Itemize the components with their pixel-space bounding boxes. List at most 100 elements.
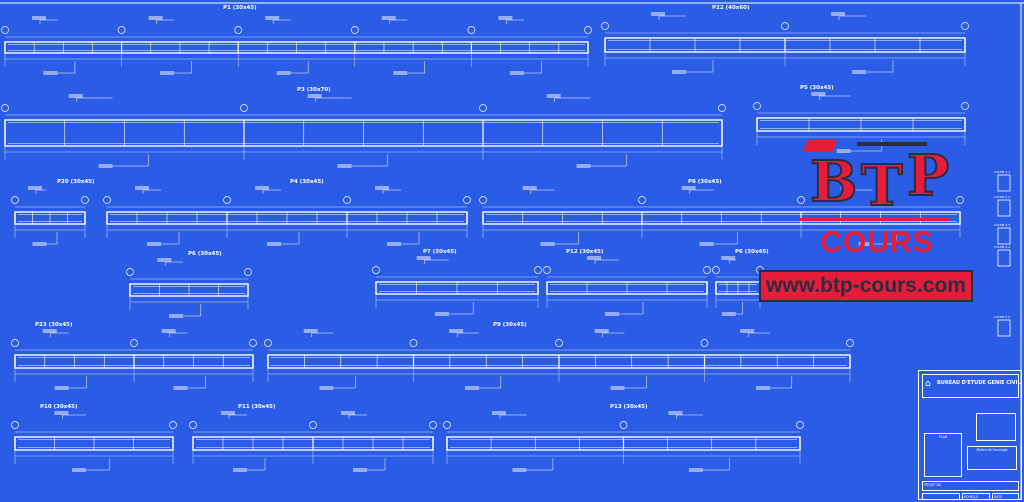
section-label: COUPE 3-3 [994, 223, 1010, 227]
rebar-tag [449, 329, 464, 333]
axis-bubble [467, 26, 476, 34]
axis-bubble [443, 421, 451, 429]
owner-label: Maître de l'ouvrage [976, 448, 1008, 452]
rebar-callout [478, 376, 502, 389]
axis-bubble [1, 104, 9, 112]
rebar-callout [311, 332, 334, 337]
rebar-tag [98, 164, 113, 168]
section-detail [997, 199, 1011, 217]
rebar-tag [721, 312, 736, 316]
rebar-callout [602, 332, 625, 337]
rebar-tag [375, 186, 389, 190]
rebar-callout [262, 189, 281, 194]
rebar-tag [672, 70, 686, 74]
rebar-callout [281, 232, 300, 245]
rebar-tag [72, 468, 87, 472]
beam-label: P11 (30x45) [238, 404, 276, 410]
section-detail [997, 227, 1011, 245]
axis-bubble [11, 339, 19, 347]
rebar-callout [456, 332, 479, 337]
axis-bubble [961, 22, 969, 30]
rebar-callout [728, 259, 736, 264]
axis-bubble [543, 266, 551, 274]
beam-elevation: P13 (30x45) [443, 404, 804, 472]
rebar-callout [315, 97, 352, 102]
axis-bubble [130, 339, 138, 347]
rebar-tag [31, 16, 46, 20]
rebar-tag [221, 411, 235, 415]
rebar-callout [735, 302, 743, 315]
logo-divider [800, 218, 950, 221]
rebar-callout [35, 189, 47, 194]
logo-letter-p: P [906, 143, 950, 209]
axis-bubble [350, 26, 359, 34]
rebar-tag [651, 12, 665, 16]
rebar-tag [169, 314, 184, 318]
rebar-tag [341, 411, 355, 415]
beam-label: P7 (30x45) [423, 249, 457, 255]
rebar-callout [174, 61, 192, 74]
axis-bubble [703, 266, 711, 274]
section-label: COUPE 4-4 [994, 245, 1010, 249]
rebar-tag [303, 329, 318, 333]
beam-label: P23 (30x45) [35, 322, 73, 328]
scale-label: ECHELLE [964, 495, 979, 499]
axis-bubble [797, 196, 805, 204]
rebar-tag [43, 71, 58, 75]
axis-bubble [117, 26, 126, 34]
rebar-callout [769, 376, 793, 389]
rebar-callout [407, 61, 426, 74]
rebar-callout [819, 95, 851, 100]
rebar-callout [272, 19, 291, 24]
rebar-callout [747, 332, 770, 337]
beam-label: P22 (40x60) [712, 5, 750, 11]
axis-bubble [309, 421, 317, 429]
axis-bubble [718, 104, 726, 112]
rebar-callout [142, 189, 161, 194]
rebar-callout [619, 302, 644, 315]
rebar-tag [54, 411, 69, 415]
axis-bubble [555, 339, 563, 347]
axis-bubble [534, 266, 542, 274]
rebar-callout [169, 332, 188, 337]
rebar-tag [276, 71, 291, 75]
logo-url: www.btp-cours.com [759, 270, 973, 302]
beam-elevation: P3 (30x70) [1, 87, 726, 168]
crane-icon [857, 142, 927, 146]
beam-elevation: P11 (30x45) [189, 404, 437, 472]
rebar-callout [39, 19, 58, 24]
rebar-tag [668, 411, 683, 415]
rebar-callout [333, 376, 356, 389]
section-detail [997, 319, 1011, 337]
rebar-callout [165, 261, 184, 266]
beam-label: P9 (30x45) [493, 322, 527, 328]
rebar-callout [676, 414, 703, 419]
beam-elevation: P10 (30x45) [11, 404, 177, 472]
rebar-callout [530, 189, 555, 194]
axis-bubble [103, 196, 111, 204]
beam-label: P10 (30x45) [40, 404, 78, 410]
axis-bubble [479, 196, 487, 204]
axis-bubble [223, 196, 231, 204]
rebar-callout [401, 232, 420, 245]
rebar-callout [702, 458, 730, 471]
rebar-callout [156, 19, 175, 24]
beam-label: P4 (30x45) [290, 179, 324, 185]
section-detail [997, 174, 1011, 192]
project-box: PROJET DE [922, 481, 1019, 491]
section-label: COUPE 5-5 [994, 315, 1010, 319]
section-detail [997, 249, 1011, 267]
rebar-tag [148, 16, 163, 20]
axis-bubble [956, 196, 964, 204]
beam-elevation: P7 (30x45) [372, 249, 542, 316]
logo-letter-t: T [860, 153, 904, 219]
rebar-tag [173, 386, 188, 390]
owner-box: Maître de l'ouvrage [967, 446, 1017, 470]
rebar-tag [157, 258, 172, 262]
rebar-callout [290, 61, 309, 74]
rebar-tag [267, 242, 281, 246]
axis-bubble [961, 102, 969, 110]
rebar-callout [57, 61, 76, 74]
rebar-tag [509, 71, 524, 75]
